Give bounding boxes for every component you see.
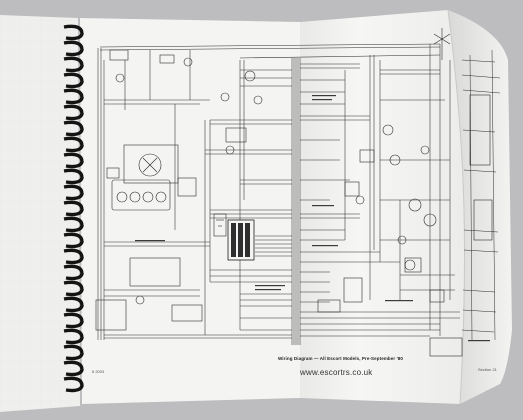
relay-icon [106, 167, 120, 179]
switch-icon [344, 181, 360, 197]
multiplug-icon [429, 337, 463, 357]
bulb-icon [420, 145, 430, 155]
website-url: www.escortrs.co.uk [300, 368, 373, 377]
page-number-right: Section 21 [478, 367, 497, 372]
relay-icon [177, 177, 197, 197]
switch-icon [343, 277, 363, 303]
diagram-caption: Wiring Diagram — All Escort Models, Pre-… [278, 356, 403, 361]
aerial-icon [433, 28, 451, 60]
lamp-cluster [95, 299, 127, 331]
flap-wiring [461, 49, 501, 341]
central-harness [291, 58, 301, 345]
diagram-page-left [80, 18, 300, 404]
bulb-icon [220, 92, 230, 102]
bulb-icon [423, 213, 437, 227]
relay-icon [225, 127, 247, 143]
bulb-icon [183, 57, 193, 67]
left-trunk [97, 48, 105, 340]
page-fold-line [447, 9, 465, 405]
bulb-icon [244, 70, 256, 82]
switch-icon [404, 257, 422, 273]
flap-component [469, 94, 491, 166]
left-cover-grid [0, 15, 80, 412]
engine-block-icon [111, 179, 171, 211]
battery-icon [213, 213, 227, 237]
fan-motor-icon [138, 153, 162, 177]
bulb-icon [389, 154, 401, 166]
bulb-icon [115, 73, 125, 83]
bulb-icon [408, 198, 422, 212]
distributor-box [123, 144, 179, 184]
spark-plug-icon [116, 191, 128, 203]
bulb-icon [355, 195, 365, 205]
instrument-cluster [129, 257, 181, 287]
bulb-icon [225, 145, 235, 155]
page-number-left: 6 2003 [92, 369, 105, 374]
small-print-marks [135, 95, 490, 342]
connector-block [109, 49, 129, 61]
bulb-icon [397, 235, 407, 245]
top-trunk [99, 43, 441, 59]
spark-plug-icon [129, 191, 141, 203]
bulb-icon [253, 95, 263, 105]
connector-block [317, 299, 341, 313]
bulb-icon [135, 295, 145, 305]
spark-plug-icon [142, 191, 154, 203]
spark-plug-icon [155, 191, 167, 203]
components [95, 28, 493, 357]
switch-icon [429, 289, 445, 303]
spiral-binding-icon [63, 24, 84, 393]
fuse-box-icon [227, 219, 255, 261]
switch-icon [359, 149, 375, 163]
bulb-icon [382, 124, 394, 136]
diagram-page-right [300, 10, 465, 404]
connector-block [159, 54, 175, 64]
connector-block [171, 304, 203, 322]
left-verticals [124, 50, 245, 335]
flap-component [473, 199, 493, 241]
